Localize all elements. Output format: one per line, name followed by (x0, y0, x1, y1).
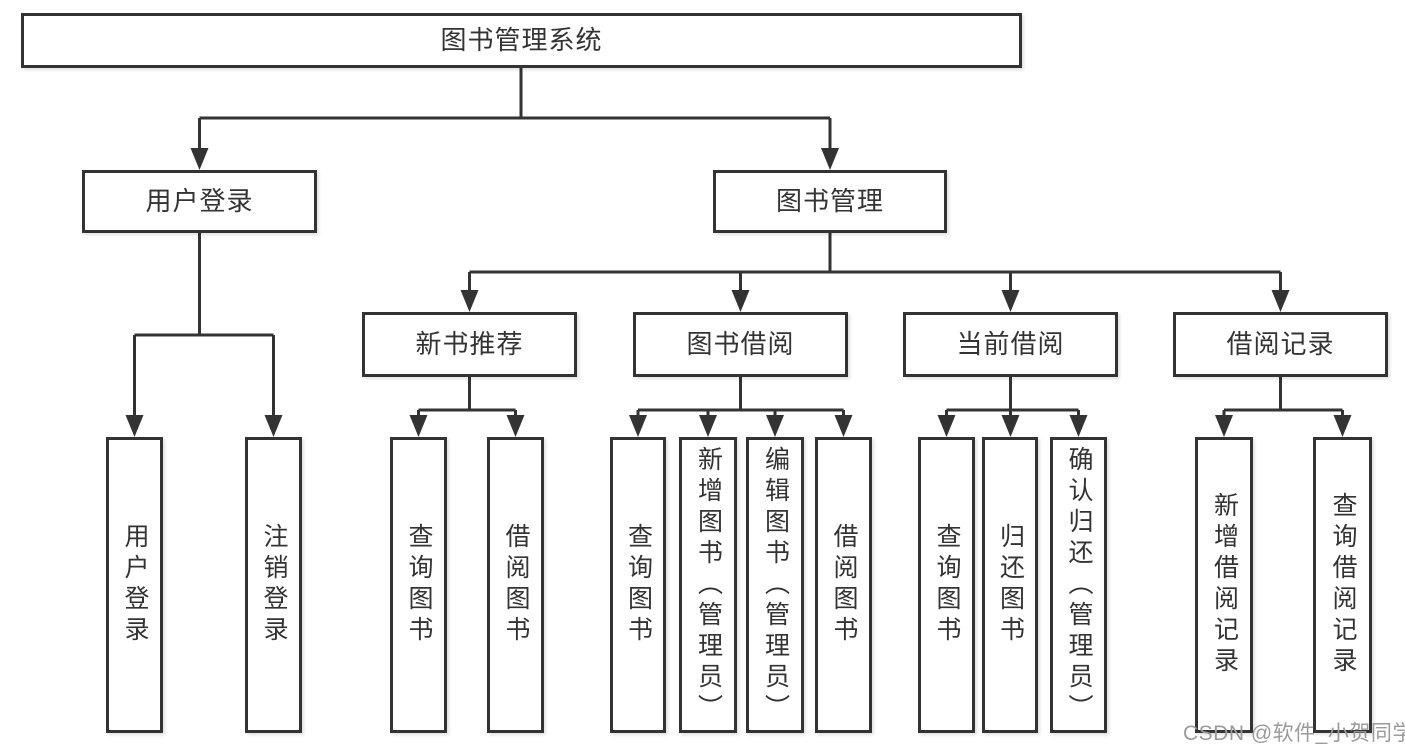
connector-borrow-records-to-leaves (1215, 377, 1352, 437)
leaf-add-borrow-record: 新增借阅记录 (1195, 437, 1253, 733)
arrowhead-icon (190, 148, 209, 170)
connector-book-mgmt-to-level3 (460, 233, 1290, 312)
arrowhead-icon (506, 415, 525, 437)
csdn-watermark: CSDN @软件_小贺同学 (1183, 722, 1405, 745)
leaf-query-books-current: 查询图书 (918, 437, 975, 733)
leaf-label: 注销登录 (260, 523, 288, 647)
leaf-label: 归还图书 (996, 523, 1025, 647)
arrowhead-icon (264, 415, 283, 437)
connector-current-borrow-to-leaves (937, 377, 1088, 437)
arrowhead-icon (1069, 415, 1088, 437)
leaf-label: 查询借阅记录 (1329, 492, 1357, 678)
arrowhead-icon (937, 415, 956, 437)
arrowhead-icon (699, 415, 717, 437)
node-label: 借阅记录 (1226, 328, 1335, 359)
node-label: 图书管理系统 (440, 24, 603, 55)
node-library-management-system: 图书管理系统 (21, 13, 1022, 68)
leaf-label: 借阅图书 (830, 523, 858, 647)
leaf-add-book-admin: 新增图书（管理员） (679, 437, 737, 733)
node-new-book-recommend: 新书推荐 (362, 312, 577, 377)
arrowhead-icon (834, 415, 853, 437)
leaf-label: 查询图书 (624, 523, 653, 647)
arrowhead-icon (125, 415, 144, 437)
arrowhead-icon (1001, 415, 1020, 437)
arrowhead-icon (460, 290, 479, 312)
leaf-query-books-borrow: 查询图书 (610, 437, 666, 733)
leaf-label: 确认归还（管理员） (1065, 445, 1093, 725)
leaf-label: 用户登录 (121, 523, 149, 647)
arrowhead-icon (731, 290, 750, 312)
leaf-edit-book-admin: 编辑图书（管理员） (746, 437, 804, 733)
leaf-label: 查询图书 (933, 523, 961, 647)
arrowhead-icon (1333, 415, 1352, 437)
leaf-label: 借阅图书 (502, 523, 530, 647)
node-label: 图书借阅 (686, 328, 795, 359)
node-current-borrowing: 当前借阅 (903, 312, 1118, 377)
leaf-confirm-return-admin: 确认归还（管理员） (1050, 437, 1107, 733)
node-label: 用户登录 (145, 185, 254, 216)
node-label: 当前借阅 (956, 328, 1065, 359)
leaf-borrow-books-recommend: 借阅图书 (487, 437, 544, 733)
leaf-label: 新增借阅记录 (1210, 492, 1239, 678)
node-label: 图书管理 (775, 185, 884, 216)
arrowhead-icon (1001, 290, 1020, 312)
leaf-label: 新增图书（管理员） (694, 445, 723, 725)
node-user-login: 用户登录 (82, 170, 317, 233)
arrowhead-icon (409, 415, 428, 437)
leaf-query-borrow-record: 查询借阅记录 (1313, 437, 1372, 733)
arrowhead-icon (766, 415, 784, 437)
arrowhead-icon (629, 415, 647, 437)
leaf-logout: 注销登录 (245, 437, 302, 733)
leaf-return-books: 归还图书 (982, 437, 1038, 733)
node-borrowing-records: 借阅记录 (1173, 312, 1388, 377)
leaf-borrow-books: 借阅图书 (815, 437, 872, 733)
connector-user-login-to-leaves (125, 233, 283, 437)
connector-root-to-level2 (190, 68, 839, 170)
node-label: 新书推荐 (415, 328, 524, 359)
node-book-borrowing: 图书借阅 (633, 312, 848, 377)
connector-new-book-rec-to-leaves (409, 377, 525, 437)
arrowhead-icon (821, 148, 839, 170)
arrowhead-icon (1215, 415, 1233, 437)
connector-book-borrow-to-leaves (629, 377, 853, 437)
leaf-label: 编辑图书（管理员） (761, 445, 790, 725)
leaf-query-books-recommend: 查询图书 (390, 437, 447, 733)
leaf-user-login: 用户登录 (106, 437, 163, 733)
arrowhead-icon (1271, 290, 1290, 312)
leaf-label: 查询图书 (405, 523, 433, 647)
node-book-management: 图书管理 (713, 170, 947, 233)
